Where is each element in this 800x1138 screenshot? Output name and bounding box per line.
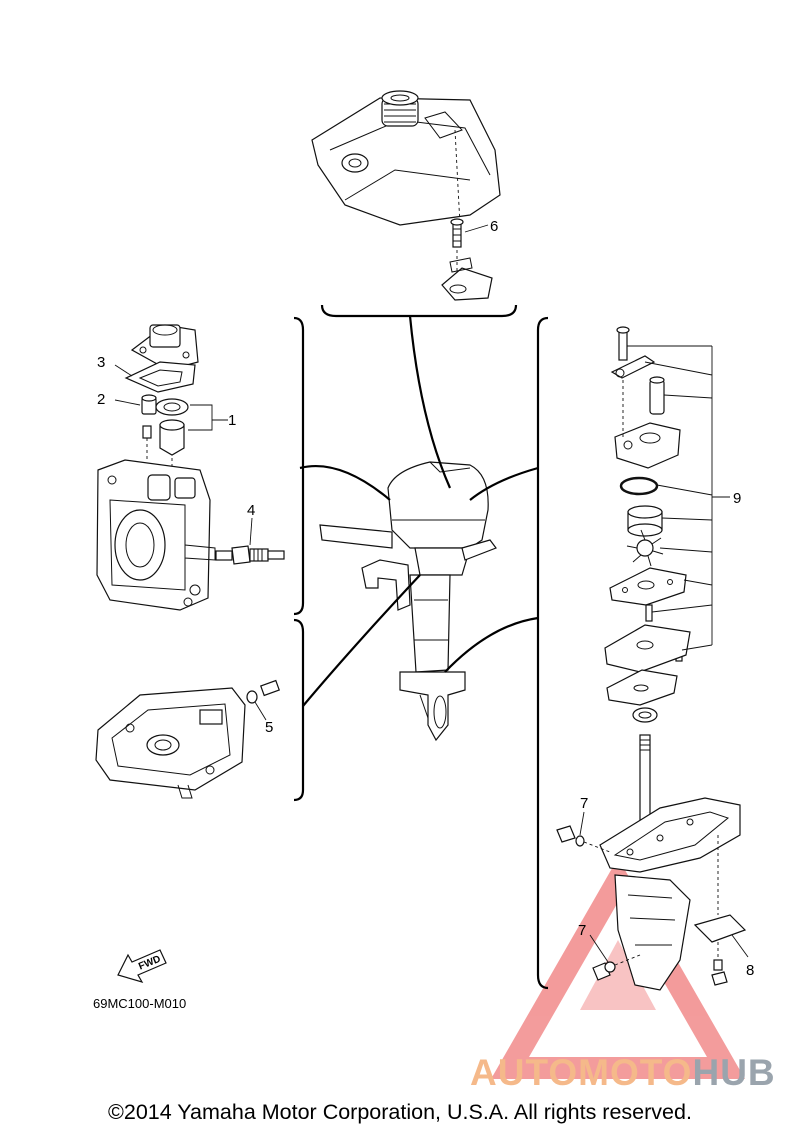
callout-5: 5 <box>265 719 273 736</box>
water-pump-assembly <box>604 326 730 836</box>
watermark-text-part2: HUB <box>692 1052 776 1093</box>
callout-3: 3 <box>97 354 105 371</box>
outboard-motor <box>319 461 497 742</box>
callout-2: 2 <box>97 391 105 408</box>
connector-left-upper <box>299 464 391 501</box>
connector-right-upper <box>469 466 539 501</box>
thermostat-assembly <box>96 324 228 611</box>
connector-right-lower <box>444 616 539 673</box>
callout-8: 8 <box>746 962 754 979</box>
top-cowling-assembly <box>311 90 501 301</box>
right-bracket <box>536 316 549 990</box>
top-group-bracket <box>320 304 518 318</box>
callout-4: 4 <box>247 502 255 519</box>
callout-7-lower: 7 <box>578 922 586 939</box>
connector-top <box>408 315 452 489</box>
left-lower-bracket <box>293 618 305 802</box>
lower-casing <box>556 797 749 991</box>
fwd-arrow-icon: FWD <box>117 949 167 983</box>
watermark-logo <box>490 857 746 1079</box>
diagram-code: 69MC100-M010 <box>93 996 186 1011</box>
callout-7-upper: 7 <box>580 795 588 812</box>
connector-left-lower <box>302 574 421 707</box>
watermark-text: AUTOMOTOHUB <box>470 1052 800 1094</box>
watermark-text-part1: AUTOMOTO <box>470 1052 693 1093</box>
crankcase-assembly <box>95 679 280 799</box>
left-upper-bracket <box>293 316 305 616</box>
spark-plug <box>215 517 285 565</box>
callout-9: 9 <box>733 490 741 507</box>
callout-6: 6 <box>490 218 498 235</box>
copyright-notice: ©2014 Yamaha Motor Corporation, U.S.A. A… <box>108 1100 692 1124</box>
callout-1: 1 <box>228 412 236 429</box>
